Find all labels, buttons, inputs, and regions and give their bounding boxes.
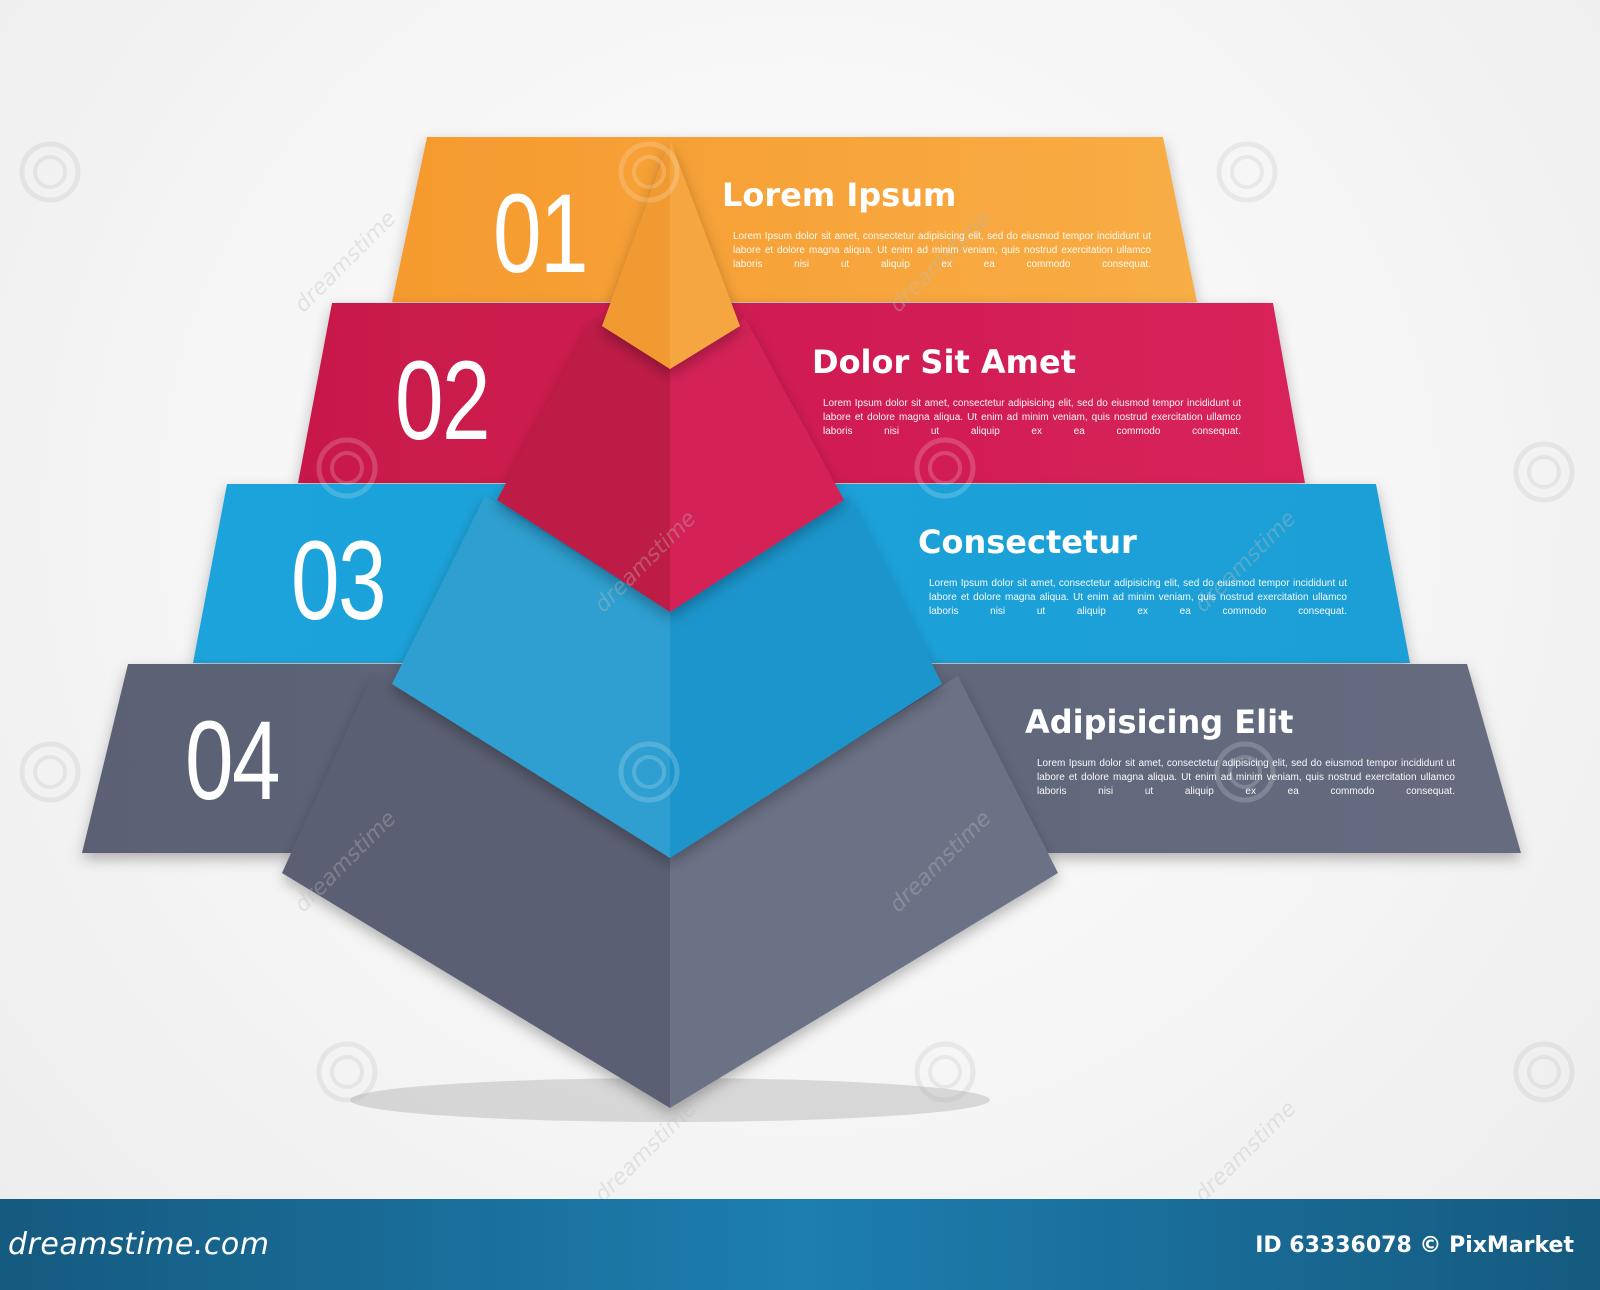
level-description-04: Lorem Ipsum dolor sit amet, consectetur …: [1037, 758, 1455, 797]
level-description-01: Lorem Ipsum dolor sit amet, consectetur …: [733, 231, 1151, 270]
pyramid-tier-03: [392, 496, 942, 858]
level-title-01: Lorem Ipsum: [722, 176, 957, 214]
pyramid-tier-04: [282, 676, 1058, 1108]
spiral-logo-icon: [19, 141, 81, 203]
footer-logo: dreamstime.com: [8, 1227, 270, 1262]
level-number-01: 01: [493, 171, 589, 296]
spiral-logo-icon: [618, 141, 680, 203]
spiral-logo-icon: [19, 741, 81, 803]
level-number-02: 02: [395, 338, 491, 463]
footer-bar: dreamstime.com ID 63336078 © PixMarket: [0, 1199, 1600, 1290]
level-title-04: Adipisicing Elit: [1025, 703, 1294, 741]
spiral-logo-icon: [914, 437, 976, 499]
level-number-04: 04: [185, 698, 281, 823]
pyramid-tier-01: [602, 140, 740, 369]
spiral-logo-icon: [1513, 1041, 1575, 1103]
spiral-logo-icon: [1214, 741, 1276, 803]
spiral-logo-icon: [914, 1041, 976, 1103]
spiral-logo-icon: [316, 437, 378, 499]
level-title-02: Dolor Sit Amet: [812, 343, 1076, 381]
level-description-03: Lorem Ipsum dolor sit amet, consectetur …: [929, 578, 1347, 617]
spiral-logo-icon: [1513, 441, 1575, 503]
spiral-logo-icon: [1216, 141, 1278, 203]
pyramid-tier-02: [497, 318, 844, 612]
level-number-03: 03: [291, 518, 387, 643]
level-description-02: Lorem Ipsum dolor sit amet, consectetur …: [823, 398, 1241, 437]
spiral-logo-icon: [618, 741, 680, 803]
band-01: [392, 137, 1197, 302]
image-id-credit: ID 63336078 © PixMarket: [1255, 1233, 1574, 1258]
spiral-logo-icon: [316, 1041, 378, 1103]
level-title-03: Consectetur: [918, 523, 1137, 561]
